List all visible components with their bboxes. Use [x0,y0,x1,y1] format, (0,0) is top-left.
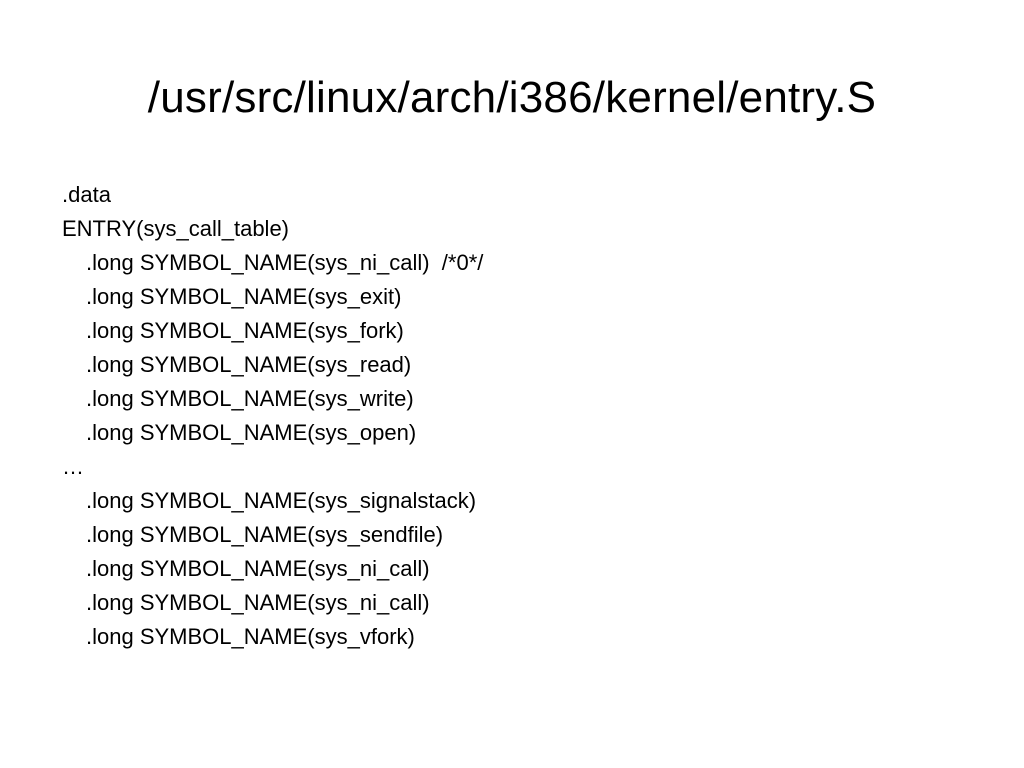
code-line: ENTRY(sys_call_table) [62,216,290,241]
code-line: .long SYMBOL_NAME(sys_ni_call) [86,556,430,581]
code-line: .long SYMBOL_NAME(sys_vfork) [86,624,415,649]
code-line: .long SYMBOL_NAME(sys_open) [86,420,417,445]
code-line: .data [62,182,111,207]
code-line: .long SYMBOL_NAME(sys_exit) [86,284,402,309]
code-line: .long SYMBOL_NAME(sys_read) [86,352,412,377]
code-line: .long SYMBOL_NAME(sys_fork) [86,318,404,343]
code-line: .long SYMBOL_NAME(sys_sendfile) [86,522,444,547]
code-line: … [62,454,84,479]
code-line: .long SYMBOL_NAME(sys_ni_call) /*0*/ [86,250,484,275]
code-line: .long SYMBOL_NAME(sys_ni_call) [86,590,430,615]
slide-title: /usr/src/linux/arch/i386/kernel/entry.S [147,73,877,122]
code-line: .long SYMBOL_NAME(sys_write) [86,386,414,411]
code-line: .long SYMBOL_NAME(sys_signalstack) [86,488,477,513]
